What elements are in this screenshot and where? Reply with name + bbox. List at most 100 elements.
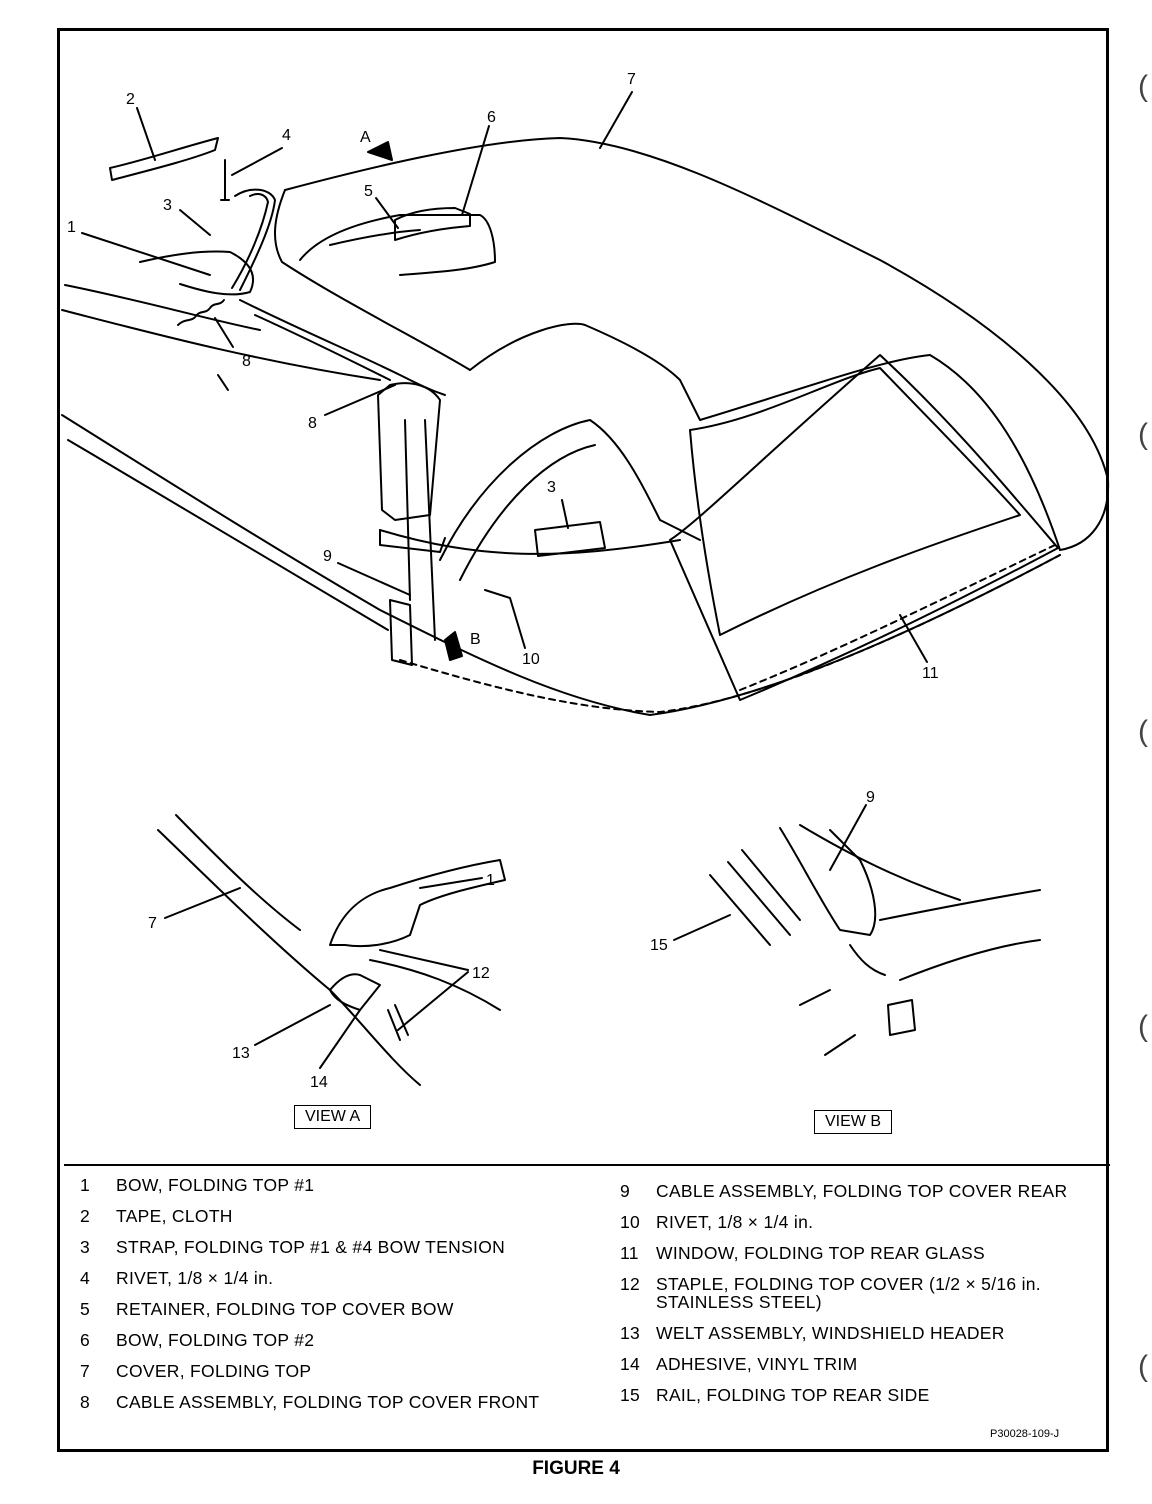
margin-mark: ( (1138, 1350, 1148, 1383)
legend-text: ADHESIVE, VINYL TRIM (656, 1354, 858, 1374)
callout-3b: 3 (547, 479, 556, 496)
leader (379, 949, 469, 971)
legend-num: 3 (80, 1237, 91, 1257)
front-cable (239, 299, 446, 396)
legend-text: TAPE, CLOTH (116, 1206, 233, 1226)
legend-num: 8 (80, 1392, 91, 1412)
legend-divider (64, 1164, 1110, 1166)
callout-4: 4 (282, 127, 291, 144)
legend-text: STAPLE, FOLDING TOP COVER (1/2 × 5/16 in… (656, 1274, 1041, 1312)
leader (461, 125, 490, 216)
legend-num: 7 (80, 1361, 91, 1381)
view-b-rail (709, 849, 801, 946)
strap-3b (231, 193, 269, 289)
legend-item: 15 RAIL, FOLDING TOP REAR SIDE (620, 1386, 1067, 1404)
margin-mark: ( (1138, 70, 1148, 103)
leader (81, 232, 211, 276)
margin-mark: ( (1138, 715, 1148, 748)
leader (375, 197, 399, 229)
side-rail (377, 382, 441, 521)
legend-text: COVER, FOLDING TOP (116, 1361, 312, 1381)
strap-3 (234, 188, 276, 291)
view-a-callout-13: 13 (232, 1045, 250, 1062)
view-a-callouts: 1 7 12 13 14 (148, 872, 495, 1091)
rear-cable (379, 529, 681, 555)
view-a-cover (157, 829, 421, 1086)
margin-mark: ( (1138, 1010, 1148, 1043)
leader (419, 877, 483, 889)
callout-2: 2 (126, 91, 135, 108)
legend-item: 6 BOW, FOLDING TOP #2 (80, 1331, 539, 1349)
body-upper-line-2 (64, 284, 261, 331)
legend-text: RIVET, 1/8 × 1/4 in. (656, 1212, 814, 1232)
top-cover-front-edge (274, 189, 471, 371)
leader (484, 589, 526, 649)
body-upper-line (61, 309, 381, 381)
callout-b: B (470, 631, 481, 648)
legend-num: 15 (620, 1385, 641, 1405)
legend-text: RIVET, 1/8 × 1/4 in. (116, 1268, 274, 1288)
leader (319, 1009, 361, 1069)
stitching-window (739, 544, 1056, 691)
legend-text: STRAP, FOLDING TOP #1 & #4 BOW TENSION (116, 1237, 506, 1257)
legend-num: 9 (620, 1181, 631, 1201)
part-number: P30028-109-J (990, 1428, 1060, 1440)
legend-item: 12 STAPLE, FOLDING TOP COVER (1/2 × 5/16 … (620, 1275, 1067, 1311)
legend-num: 5 (80, 1299, 91, 1319)
legend-item: 3 STRAP, FOLDING TOP #1 & #4 BOW TENSION (80, 1238, 539, 1256)
view-b-cable (849, 944, 886, 976)
leader (829, 804, 867, 871)
stitching-lower (399, 554, 1061, 713)
view-a-label: VIEW A (294, 1105, 372, 1129)
body-sill-line (61, 414, 1061, 716)
arrow-b-mark (444, 631, 463, 661)
callout-8a: 8 (242, 353, 251, 370)
legend-item: 5 RETAINER, FOLDING TOP COVER BOW (80, 1300, 539, 1318)
view-a-callout-14: 14 (310, 1074, 328, 1091)
view-a-callout-7: 7 (148, 915, 157, 932)
view-b-callout-9: 9 (866, 789, 875, 806)
legend-num: 6 (80, 1330, 91, 1350)
callout-3: 3 (163, 197, 172, 214)
callout-1: 1 (67, 219, 76, 236)
callout-6: 6 (487, 109, 496, 126)
rear-quarter-inner (459, 444, 596, 581)
main-callouts: 7 2 4 A 6 5 3 1 8 8 3 9 10 B 11 (67, 71, 939, 682)
rear-rail-bracket (379, 529, 446, 553)
leader (337, 562, 411, 596)
lower-bracket (389, 599, 413, 666)
view-a-staple (387, 1004, 409, 1041)
margin-mark: ( (1138, 418, 1148, 451)
front-cable-2 (254, 314, 391, 381)
view-a-callout-12: 12 (472, 965, 490, 982)
callout-5: 5 (364, 183, 373, 200)
bow-2-strip (329, 229, 421, 246)
leader (899, 614, 928, 663)
retainer (394, 207, 471, 241)
legend-num: 12 (620, 1274, 641, 1294)
view-a-welt (329, 973, 381, 1011)
legend-item: 7 COVER, FOLDING TOP (80, 1362, 539, 1380)
view-b-body (799, 824, 1041, 921)
callout-a: A (360, 129, 371, 146)
view-b-screw-2 (824, 1034, 856, 1056)
legend-text: BOW, FOLDING TOP #2 (116, 1330, 315, 1350)
rear-window-outer (669, 354, 1059, 701)
legend-text: BOW, FOLDING TOP #1 (116, 1175, 315, 1195)
leader (214, 317, 234, 348)
view-a-cover-2 (175, 814, 301, 931)
bow-1 (139, 250, 255, 296)
view-b-label: VIEW B (814, 1110, 893, 1134)
spring (177, 299, 225, 326)
leader (136, 107, 156, 161)
cloth-tape-2 (109, 137, 219, 181)
rear-quarter (439, 419, 701, 561)
callout-7: 7 (627, 71, 636, 88)
legend-text: RAIL, FOLDING TOP REAR SIDE (656, 1385, 930, 1405)
legend-text: RETAINER, FOLDING TOP COVER BOW (116, 1299, 454, 1319)
